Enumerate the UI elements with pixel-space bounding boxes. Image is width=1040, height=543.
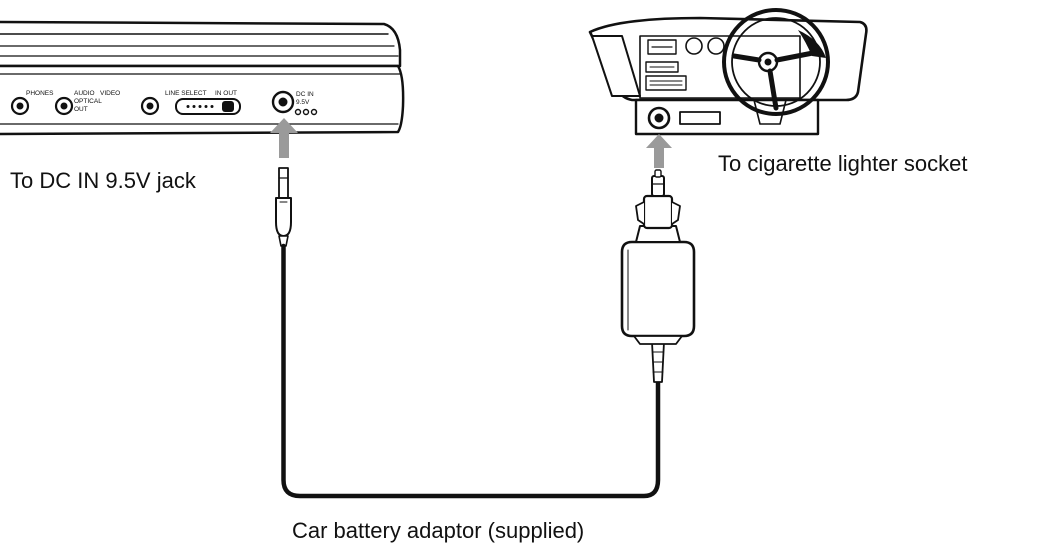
label-out: OUT: [74, 106, 88, 113]
dc-plug-tip: [278, 167, 289, 199]
gauge-panel: [639, 35, 801, 99]
car-adaptor-plug: [620, 169, 696, 383]
label-optical: OPTICAL: [74, 98, 102, 105]
gauge-dial: [685, 37, 703, 55]
video-jack: [140, 96, 160, 116]
label-line-select: LINE SELECT: [165, 90, 207, 97]
adaptor-tip: [651, 175, 665, 197]
player-lid: [0, 20, 402, 68]
line-select-switch: [175, 98, 241, 115]
dc-plug-body: [275, 197, 292, 237]
dc-plug: [275, 167, 292, 247]
polarity-symbol-icon: [294, 108, 318, 116]
lower-console: [634, 98, 820, 136]
dvd-player: [0, 20, 405, 136]
side-spring-right: [671, 201, 681, 225]
dc-in-jack: [271, 90, 295, 114]
radio-unit: [647, 39, 677, 55]
phones-jack: [10, 96, 30, 116]
vent-slot: [645, 75, 687, 91]
vent-slot: [645, 61, 679, 73]
dashboard-hood: [588, 16, 868, 102]
label-audio: AUDIO: [74, 90, 95, 97]
label-in-out: IN OUT: [215, 90, 237, 97]
arrow-to-lighter-socket: [646, 134, 672, 168]
gauge-dial: [707, 37, 725, 55]
arrow-to-dc-jack: [270, 118, 298, 158]
audio-jack: [54, 96, 74, 116]
ashtray: [679, 111, 721, 125]
label-dc-in: DC IN: [296, 91, 314, 98]
panel-labels: PHONES AUDIO OPTICAL OUT VIDEO LINE SELE…: [26, 90, 314, 113]
label-voltage: 9.5V: [296, 99, 310, 106]
adaptor-barrel: [642, 194, 674, 230]
label-car-battery-adaptor: Car battery adaptor (supplied): [292, 518, 585, 543]
cigarette-lighter-socket: [647, 106, 671, 130]
label-to-cigarette-lighter-socket: To cigarette lighter socket: [718, 151, 968, 176]
side-spring-left: [635, 201, 645, 225]
label-video: VIDEO: [100, 90, 120, 97]
adaptor-body: [620, 240, 696, 338]
steering-wheel: [722, 8, 830, 116]
label-phones: PHONES: [26, 90, 54, 97]
car-dashboard: [588, 8, 868, 136]
label-to-dc-in-jack: To DC IN 9.5V jack: [10, 168, 196, 193]
adaptor-cable: [281, 243, 661, 499]
